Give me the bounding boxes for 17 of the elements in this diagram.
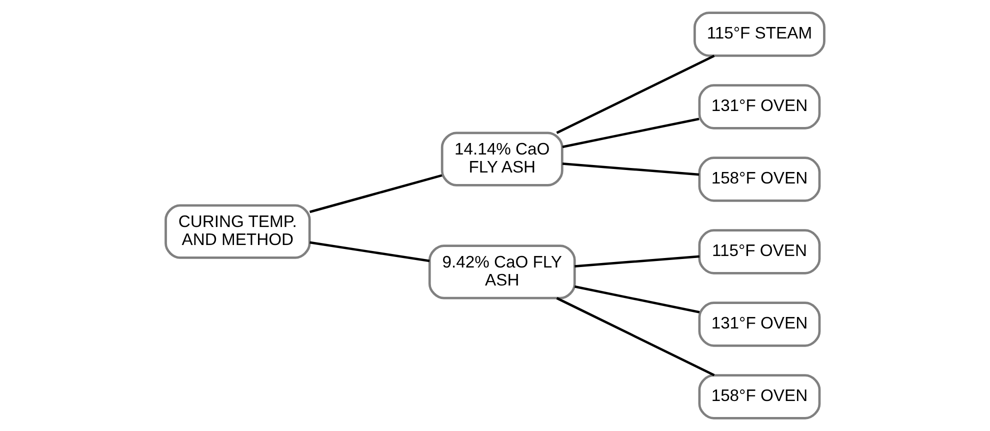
node-box: CURING TEMP. AND METHOD	[164, 204, 311, 259]
connector	[562, 162, 700, 176]
node-box: 115°F STEAM	[694, 12, 826, 57]
connector	[310, 241, 430, 262]
connector	[556, 297, 715, 376]
connector	[562, 118, 700, 148]
node-box: 14.14% CaO FLY ASH	[440, 132, 564, 186]
connector	[574, 285, 700, 314]
node-box: 131°F OVEN	[698, 84, 821, 130]
connector	[309, 174, 442, 214]
connector	[574, 255, 700, 268]
node-box: 131°F OVEN	[698, 302, 821, 347]
node-box: 158°F OVEN	[698, 156, 821, 202]
connector	[556, 54, 715, 134]
node-box: 9.42% CaO FLY ASH	[428, 244, 576, 300]
node-box: 158°F OVEN	[698, 374, 821, 420]
node-box: 115°F OVEN	[698, 229, 821, 274]
